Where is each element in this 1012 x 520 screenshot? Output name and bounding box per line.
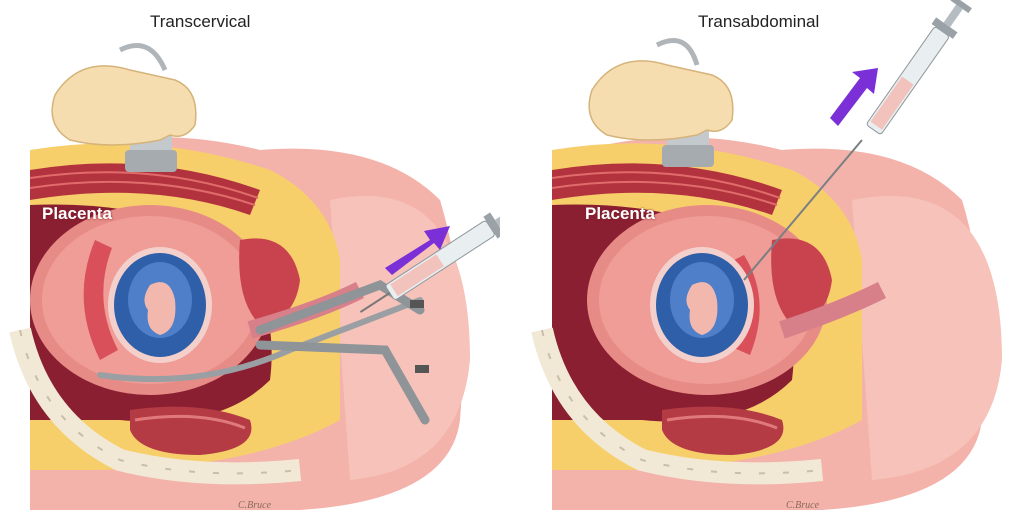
hand [52, 66, 196, 145]
panel-title: Transabdominal [698, 12, 819, 32]
placenta-label: Placenta [585, 204, 655, 224]
transabdominal-illustration [512, 0, 1012, 520]
artist-signature: C.Bruce [238, 500, 271, 511]
hand [589, 61, 733, 140]
speculum-screw-bottom [415, 365, 429, 373]
speculum-screw-top [410, 300, 424, 308]
syringe [863, 0, 974, 137]
transabdominal-panel: Transabdominal Placenta C.Bruce [512, 0, 1012, 520]
buttock [852, 196, 1002, 480]
transcervical-panel: Transcervical Placenta C.Bruce [0, 0, 500, 520]
transcervical-illustration [0, 0, 500, 520]
artist-signature: C.Bruce [786, 500, 819, 511]
placenta-label: Placenta [42, 204, 112, 224]
panel-title: Transcervical [150, 12, 250, 32]
